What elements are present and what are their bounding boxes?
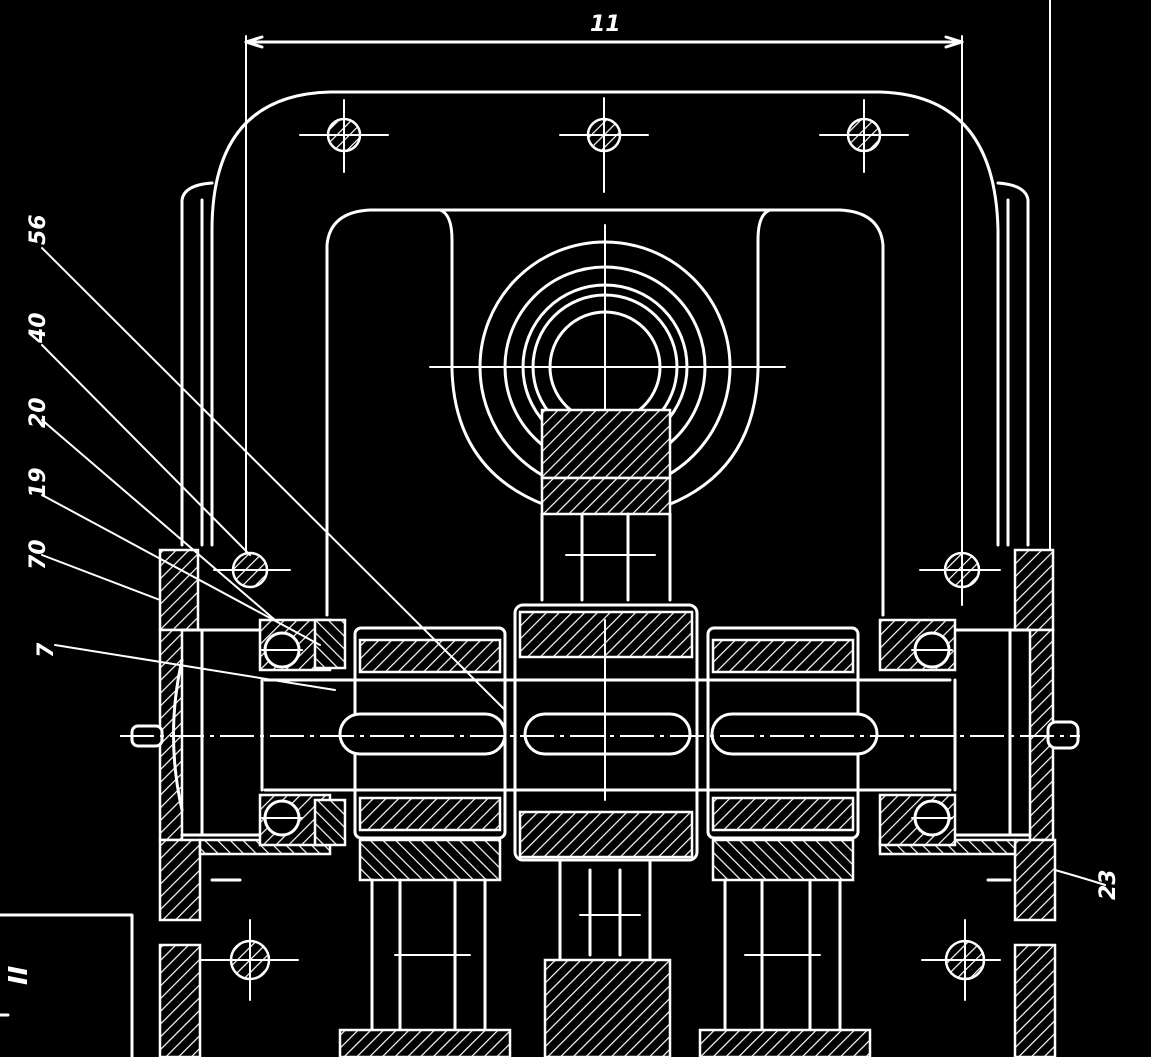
- corner-section-label: II: [4, 965, 34, 985]
- dimension-label: 11: [590, 12, 621, 37]
- bolt-icon: [199, 919, 299, 1001]
- bolt-icon: [299, 99, 389, 173]
- input-bearing-boss: [429, 224, 786, 602]
- leader-label-40: 40: [26, 312, 51, 343]
- left-gear: [338, 626, 512, 1057]
- leader-label-20: 20: [26, 397, 51, 428]
- leader-label-23: 23: [1096, 869, 1121, 900]
- shaft: [120, 619, 1080, 801]
- leader-label-56: 56: [26, 214, 51, 245]
- bolt-icon: [819, 99, 909, 173]
- leader-label-70: 70: [26, 539, 51, 570]
- right-gear: [698, 626, 872, 1057]
- right-housing-wall: [878, 548, 1080, 1057]
- bolt-icon: [921, 919, 1001, 1001]
- leader-lines: [41, 247, 1106, 886]
- corner-frame: [0, 913, 134, 1057]
- bolt-icon: [559, 97, 649, 193]
- housing-cover: [180, 90, 1030, 617]
- cover-bolts: [199, 97, 1001, 1001]
- left-housing-wall: [130, 548, 347, 1057]
- leader-label-7: 7: [34, 642, 59, 658]
- bolt-icon: [213, 551, 291, 589]
- bolt-icon: [919, 544, 1001, 606]
- leader-label-19: 19: [26, 467, 51, 498]
